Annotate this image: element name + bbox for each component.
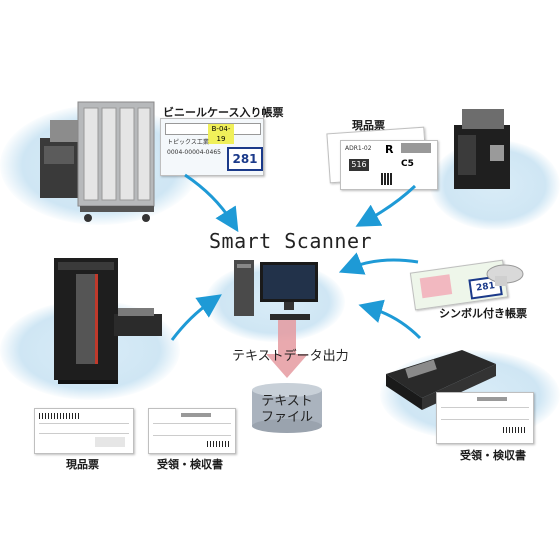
arrow-from-symbol-sheet bbox=[338, 252, 419, 275]
text-file-label-line2: ファイル bbox=[260, 410, 313, 425]
arrow-from-bottom-left bbox=[170, 294, 222, 341]
arrow-from-top-right bbox=[355, 184, 417, 227]
output-arrow bbox=[264, 320, 310, 380]
genpin-card-b: C5 bbox=[401, 159, 414, 169]
arrow-from-bottom-right bbox=[358, 299, 422, 340]
receipt-card-right bbox=[436, 392, 534, 444]
vinyl-card-number: 281 bbox=[227, 147, 263, 171]
pc-computer bbox=[230, 258, 322, 324]
label-receipt-left: 受領・検収書 bbox=[157, 458, 223, 471]
sorter-machine-top-left bbox=[38, 98, 158, 226]
receipt-card-left bbox=[148, 408, 236, 454]
vinyl-card-line2: 0004-00004-0465 bbox=[167, 149, 221, 156]
scanner-machine-top-right bbox=[448, 105, 520, 191]
text-data-output-label: テキストデータ出力 bbox=[232, 349, 349, 364]
handheld-scanner bbox=[485, 262, 525, 288]
vinyl-card-code: B-04-19 bbox=[208, 124, 234, 144]
label-symbol-sheet: シンボル付き帳票 bbox=[439, 307, 527, 320]
genpin-card-a: 516 bbox=[349, 159, 369, 171]
text-file-cylinder bbox=[250, 382, 324, 434]
smart-scanner-title: Smart Scanner bbox=[209, 229, 373, 253]
text-file-label: テキスト ファイル bbox=[256, 394, 318, 426]
genpinhyo-card-bottom bbox=[34, 408, 134, 454]
text-file-label-line1: テキスト bbox=[261, 394, 313, 409]
genpinhyo-card-front: ADR1-02 R 516 C5 bbox=[340, 140, 438, 190]
vinyl-case-card: B-04-19 トピックス工業 0004-00004-0465 281 bbox=[160, 118, 264, 176]
sorter-machine-bottom-left bbox=[48, 254, 168, 386]
arrow-from-top-left bbox=[184, 173, 239, 233]
label-genpinhyo-top: 現品票 bbox=[352, 119, 385, 132]
vinyl-card-line1: トピックス工業 bbox=[167, 139, 209, 146]
genpin-card-code: R bbox=[385, 143, 394, 156]
label-vinyl-case: ビニールケース入り帳票 bbox=[163, 106, 284, 119]
label-receipt-right: 受領・検収書 bbox=[460, 449, 526, 462]
label-genpinhyo-bottom: 現品票 bbox=[66, 458, 99, 471]
